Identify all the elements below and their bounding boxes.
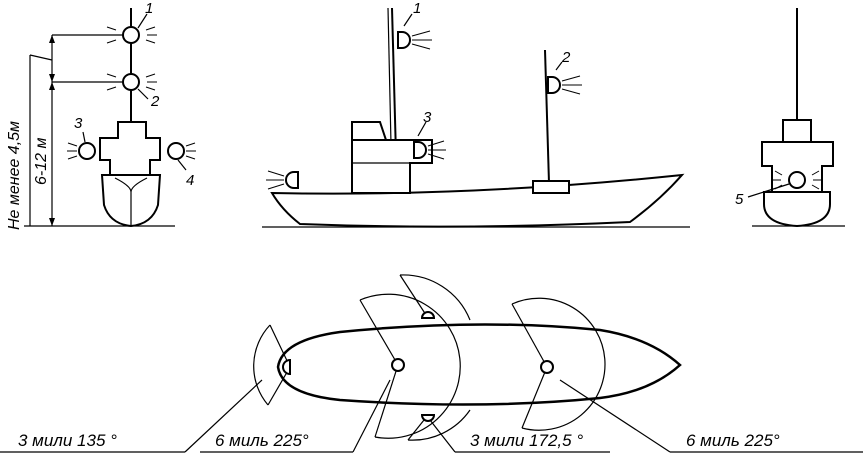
callout-2-side: 2	[561, 49, 571, 66]
aftmast-light-sector	[511, 297, 606, 431]
front-side-light-4	[167, 142, 196, 160]
side-aft-mast	[544, 49, 550, 184]
plan-view: 3 мили 135 ° 6 миль 225° 3 мили 172,5 ° …	[0, 274, 863, 453]
side-view: 1 2 3	[262, 0, 690, 228]
callout-3-side: 3	[423, 109, 432, 126]
callout-3-front: 3	[74, 115, 83, 132]
sector-label-aftmast: 6 миль 225°	[686, 431, 780, 450]
rear-hull	[763, 191, 831, 228]
side-masthead-light-1	[397, 30, 432, 50]
rear-view: 5	[735, 8, 845, 228]
side-masthead-light-2	[547, 75, 582, 95]
side-light-sector-port	[407, 409, 471, 441]
height-dimensions	[24, 34, 123, 227]
stern-light-sector	[253, 324, 271, 406]
side-light-3	[413, 140, 446, 160]
front-view: 1 2 3 4 Не менее 4,5м 6-12 м	[6, 0, 196, 230]
side-wheelhouse	[351, 121, 388, 141]
callout-4-front: 4	[186, 172, 194, 189]
foremast-light-sector	[359, 293, 461, 439]
sector-label-stern: 3 мили 135 °	[18, 431, 117, 450]
callout-1-front: 1	[145, 0, 153, 17]
side-stern-light	[266, 170, 299, 190]
plan-port-light	[420, 414, 436, 422]
plan-foremast-light	[391, 358, 405, 372]
side-light-sector-starboard	[399, 274, 471, 321]
side-hull	[270, 173, 685, 228]
plan-aftmast-light	[540, 360, 554, 374]
dimension-min-label: Не менее 4,5м	[6, 121, 23, 230]
rear-stern-light-5	[773, 170, 821, 190]
sector-label-foremast: 6 миль 225°	[215, 431, 309, 450]
front-superstructure	[99, 121, 161, 176]
plan-starboard-light	[420, 311, 436, 319]
front-side-light-3	[67, 142, 96, 160]
plan-stern-light	[282, 358, 291, 376]
callout-1-side: 1	[413, 0, 421, 17]
callout-5-rear: 5	[735, 191, 744, 208]
callout-2-front: 2	[150, 93, 160, 110]
plan-hull	[276, 323, 682, 406]
front-masthead-light-2	[105, 73, 157, 91]
dimension-range-label: 6-12 м	[33, 138, 50, 185]
sector-label-side: 3 мили 172,5 °	[470, 431, 583, 450]
